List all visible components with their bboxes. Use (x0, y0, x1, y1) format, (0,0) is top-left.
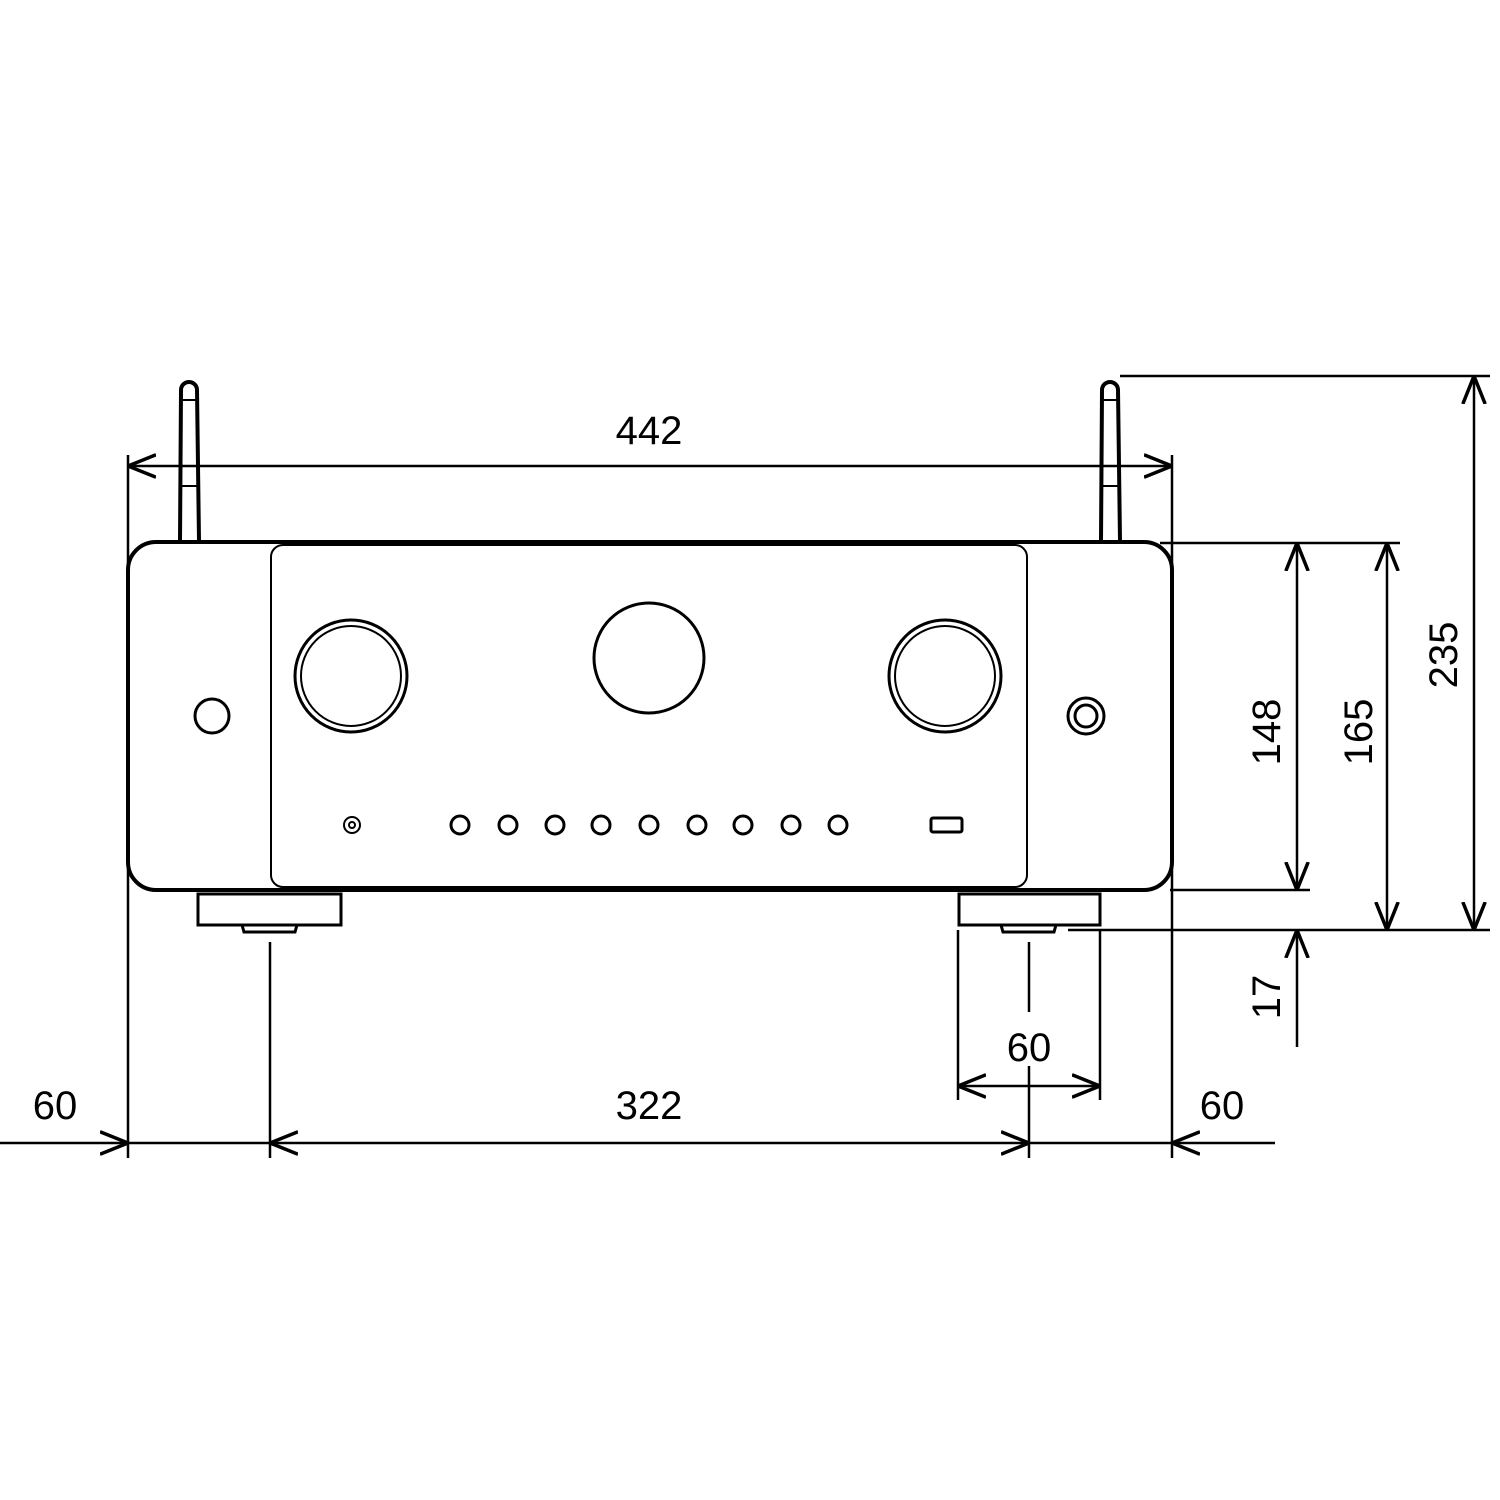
power-button (193, 697, 231, 735)
front-button (638, 814, 660, 836)
label-overall-width: 442 (616, 409, 683, 453)
antenna-right (1099, 380, 1122, 542)
label-total-height: 235 (1422, 622, 1466, 689)
knob-center (592, 601, 706, 715)
knob-left (293, 618, 409, 734)
label-left-offset: 60 (33, 1084, 78, 1128)
label-right-offset: 60 (1200, 1084, 1245, 1128)
antenna-left (178, 380, 201, 542)
mic-jack (343, 816, 361, 834)
foot-left (196, 892, 343, 934)
usb-port (929, 816, 964, 834)
headphone-jack (1066, 696, 1106, 736)
label-height-with-feet: 165 (1337, 699, 1381, 766)
front-button (732, 814, 754, 836)
dimension-lines (0, 374, 1490, 1158)
foot-right (957, 892, 1102, 934)
front-panel (270, 544, 1028, 888)
front-button (780, 814, 802, 836)
front-button (497, 814, 519, 836)
label-foot-spacing: 322 (616, 1084, 683, 1128)
receiver-body (126, 540, 1174, 892)
front-button (686, 814, 708, 836)
front-button (449, 814, 471, 836)
label-body-height: 148 (1245, 699, 1289, 766)
knob-right (887, 618, 1003, 734)
label-foot-width: 60 (1007, 1026, 1052, 1070)
button-row (449, 814, 849, 836)
front-button (590, 814, 612, 836)
front-button (544, 814, 566, 836)
front-button (827, 814, 849, 836)
label-feet-height: 17 (1245, 975, 1289, 1020)
